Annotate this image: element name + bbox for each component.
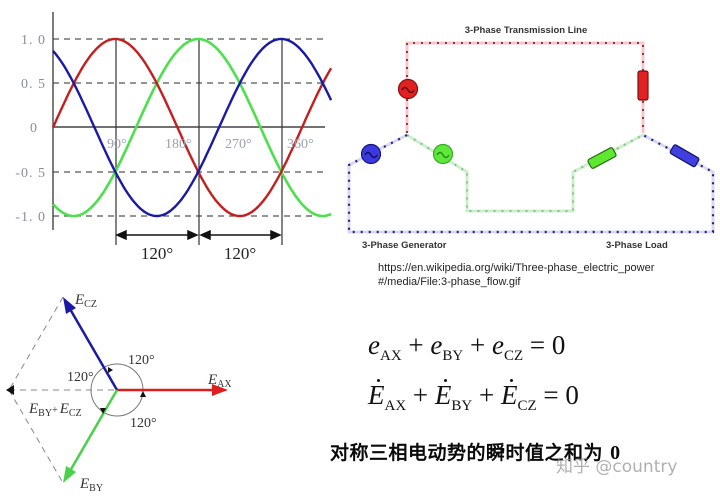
eq2-plus-2: +	[479, 380, 495, 410]
red-generator-source	[397, 78, 419, 100]
source-url-line-2: #/media/File:3-phase_flow.gif	[378, 276, 521, 288]
red-load-resistor	[637, 70, 649, 101]
eq1-plus-1: +	[408, 330, 424, 360]
y-tick-1: 1. 0	[21, 33, 46, 48]
circuit-svg: 3-Phase Transmission Line	[347, 25, 715, 251]
phase-span-arrows	[115, 229, 282, 241]
instantaneous-sum-equation: eAX + eBY + eCZ = 0	[368, 330, 565, 365]
phase-a-curve	[51, 37, 333, 218]
waveform-svg: 1. 0 0. 5 0 -0. 5 -1. 0 90° 180° 270° 36…	[15, 12, 333, 263]
eq2-sub-cz: CZ	[517, 398, 537, 414]
e-cz-phasor-arrow	[63, 297, 119, 391]
dashed-gridlines	[53, 38, 325, 217]
x-tick-90: 90°	[107, 137, 127, 152]
eq2-term-a: E	[368, 379, 385, 410]
sum-e-by-plus-e-cz-label: EBY+ECZ	[28, 401, 82, 419]
phase-c-curve	[52, 37, 333, 218]
axes	[52, 12, 325, 230]
phase-span-label-1: 120°	[141, 244, 173, 263]
x-tick-180: 180°	[165, 137, 192, 152]
three-phase-circuit-diagram: 3-Phase Transmission Line	[340, 0, 720, 290]
phase-span-label-2: 120°	[224, 244, 256, 263]
caption-zero: 0	[610, 442, 621, 464]
angle-arc-arrowheads	[100, 367, 146, 414]
eq1-plus-2: +	[469, 330, 486, 360]
green-generator-source	[432, 143, 454, 165]
phasor-sum-equation: EAX + EBY + ECZ = 0	[368, 379, 579, 415]
eq2-equals-zero: = 0	[543, 380, 579, 410]
e-ax-label: EAX	[207, 372, 232, 390]
phase-b-curve	[52, 37, 332, 218]
source-url-line-1: https://en.wikipedia.org/wiki/Three-phas…	[378, 262, 655, 274]
eq1-sub-by: BY	[442, 348, 464, 364]
x-tick-270: 270°	[225, 137, 252, 152]
phasor-svg: ECZ EAX EBY EBY+ECZ 120° 120° 120°	[6, 292, 232, 494]
vertical-reference-lines	[115, 39, 283, 245]
eq2-sub-by: BY	[451, 398, 473, 414]
eq2-term-c: E	[500, 379, 518, 410]
e-ax-phasor-arrow	[117, 384, 228, 396]
transmission-line-label: 3-Phase Transmission Line	[465, 25, 588, 36]
e-by-phasor-arrow	[63, 389, 119, 483]
eq1-sub-ax: AX	[379, 348, 402, 364]
caption-text: 对称三相电动势的瞬时值之和为	[330, 442, 604, 464]
green-phase-wire	[406, 133, 644, 213]
generator-label: 3-Phase Generator	[362, 240, 447, 251]
conclusion-caption: 对称三相电动势的瞬时值之和为 0	[330, 438, 621, 465]
angle-label-top: 120°	[128, 353, 155, 368]
blue-phase-wire	[347, 133, 715, 234]
y-tick-0-5: 0. 5	[21, 77, 46, 92]
eq1-sub-cz: CZ	[503, 348, 524, 364]
phasor-diagram: ECZ EAX EBY EBY+ECZ 120° 120° 120°	[0, 280, 260, 495]
eq1-term-a: e	[368, 330, 380, 360]
zhihu-watermark: 知乎 @country	[556, 457, 678, 477]
angle-label-left: 120°	[67, 370, 94, 385]
eq2-sub-ax: AX	[384, 398, 407, 414]
eq2-term-b: E	[434, 379, 452, 410]
eq1-term-b: e	[430, 330, 443, 360]
three-phase-waveform-chart: 1. 0 0. 5 0 -0. 5 -1. 0 90° 180° 270° 36…	[0, 0, 340, 275]
e-by-label: EBY	[79, 476, 103, 494]
x-tick-360: 360°	[287, 137, 314, 152]
red-phase-wire	[405, 41, 645, 133]
e-cz-label: ECZ	[74, 292, 97, 310]
eq1-equals-zero: = 0	[529, 330, 566, 360]
eq2-plus-1: +	[412, 380, 429, 410]
angle-label-bottom: 120°	[130, 416, 157, 431]
load-label: 3-Phase Load	[606, 240, 668, 251]
parallelogram-construction-lines	[8, 296, 117, 484]
blue-load-resistor	[669, 144, 700, 168]
sum-vector-arrowhead	[6, 385, 14, 395]
y-tick-neg-1: -1. 0	[15, 210, 46, 225]
y-tick-neg-0-5: -0. 5	[15, 166, 46, 181]
green-load-resistor	[587, 147, 617, 169]
blue-generator-source	[360, 143, 382, 165]
y-tick-0: 0	[30, 121, 38, 136]
eq1-term-c: e	[491, 330, 504, 360]
